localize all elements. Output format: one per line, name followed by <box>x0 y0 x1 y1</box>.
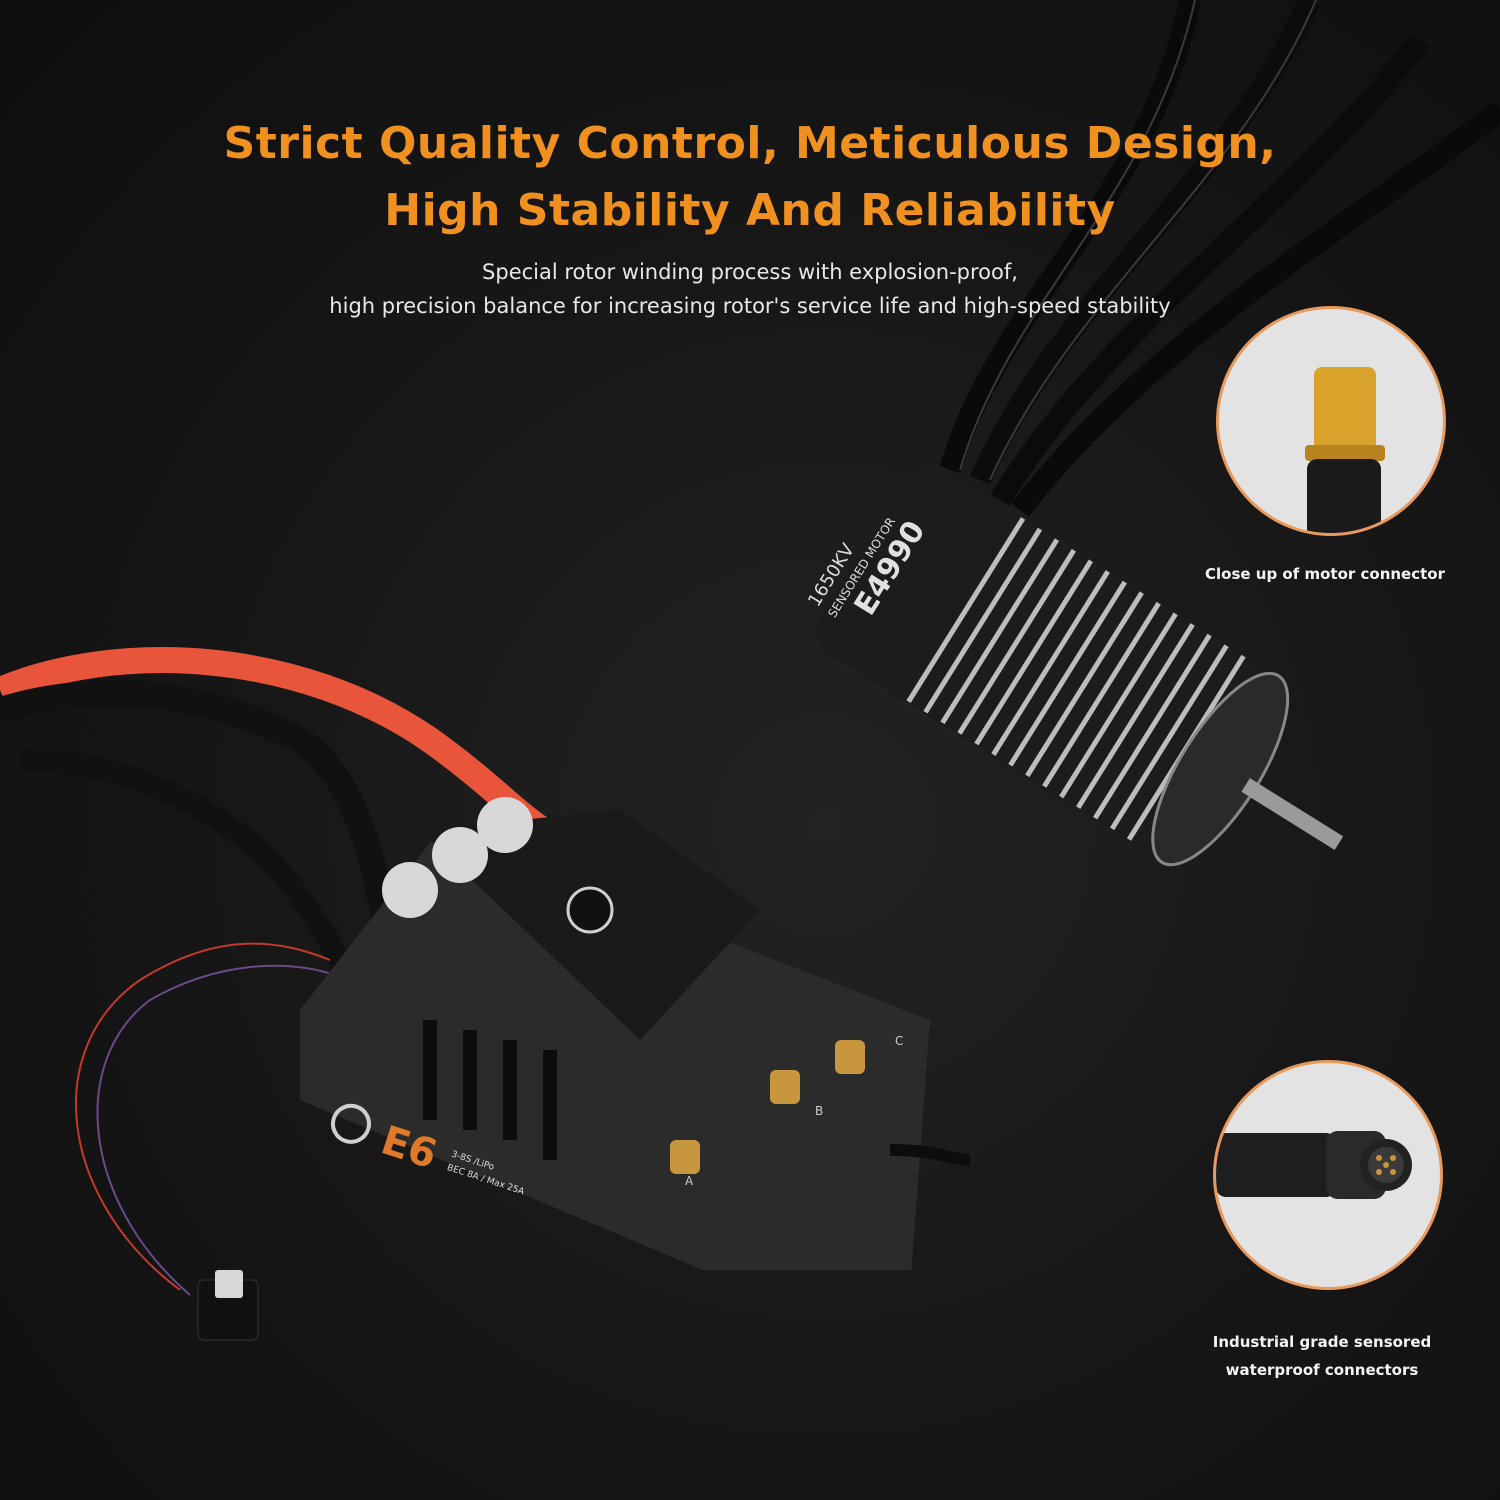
sensor-caption-line2: waterproof connectors <box>1225 1361 1419 1379</box>
motor-connector-caption: Close up of motor connector <box>1205 565 1445 583</box>
terminal-c-label: C <box>895 1034 903 1048</box>
headline-line1: Strict Quality Control, Meticulous Desig… <box>223 118 1277 169</box>
subtitle-line2: high precision balance for increasing ro… <box>329 294 1171 318</box>
power-switch <box>197 1270 259 1341</box>
motor-connector-closeup <box>1216 306 1446 536</box>
sensor-connector-closeup <box>1213 1060 1443 1290</box>
terminal-b-label: B <box>815 1104 823 1118</box>
terminal-a-label: A <box>685 1174 694 1188</box>
subtitle-line1: Special rotor winding process with explo… <box>482 260 1018 284</box>
sensor-connector-caption: Industrial grade sensored waterproof con… <box>1172 1328 1472 1384</box>
esc-image: A B C E6 3-8S /LiPo BEC 8A / Max 25A <box>300 797 971 1270</box>
headline-line2: High Stability And Reliability <box>384 185 1116 236</box>
sensor-caption-line1: Industrial grade sensored <box>1212 1333 1432 1351</box>
motor-image: 1650KV SENSORED MOTOR E4990 <box>804 464 1344 867</box>
